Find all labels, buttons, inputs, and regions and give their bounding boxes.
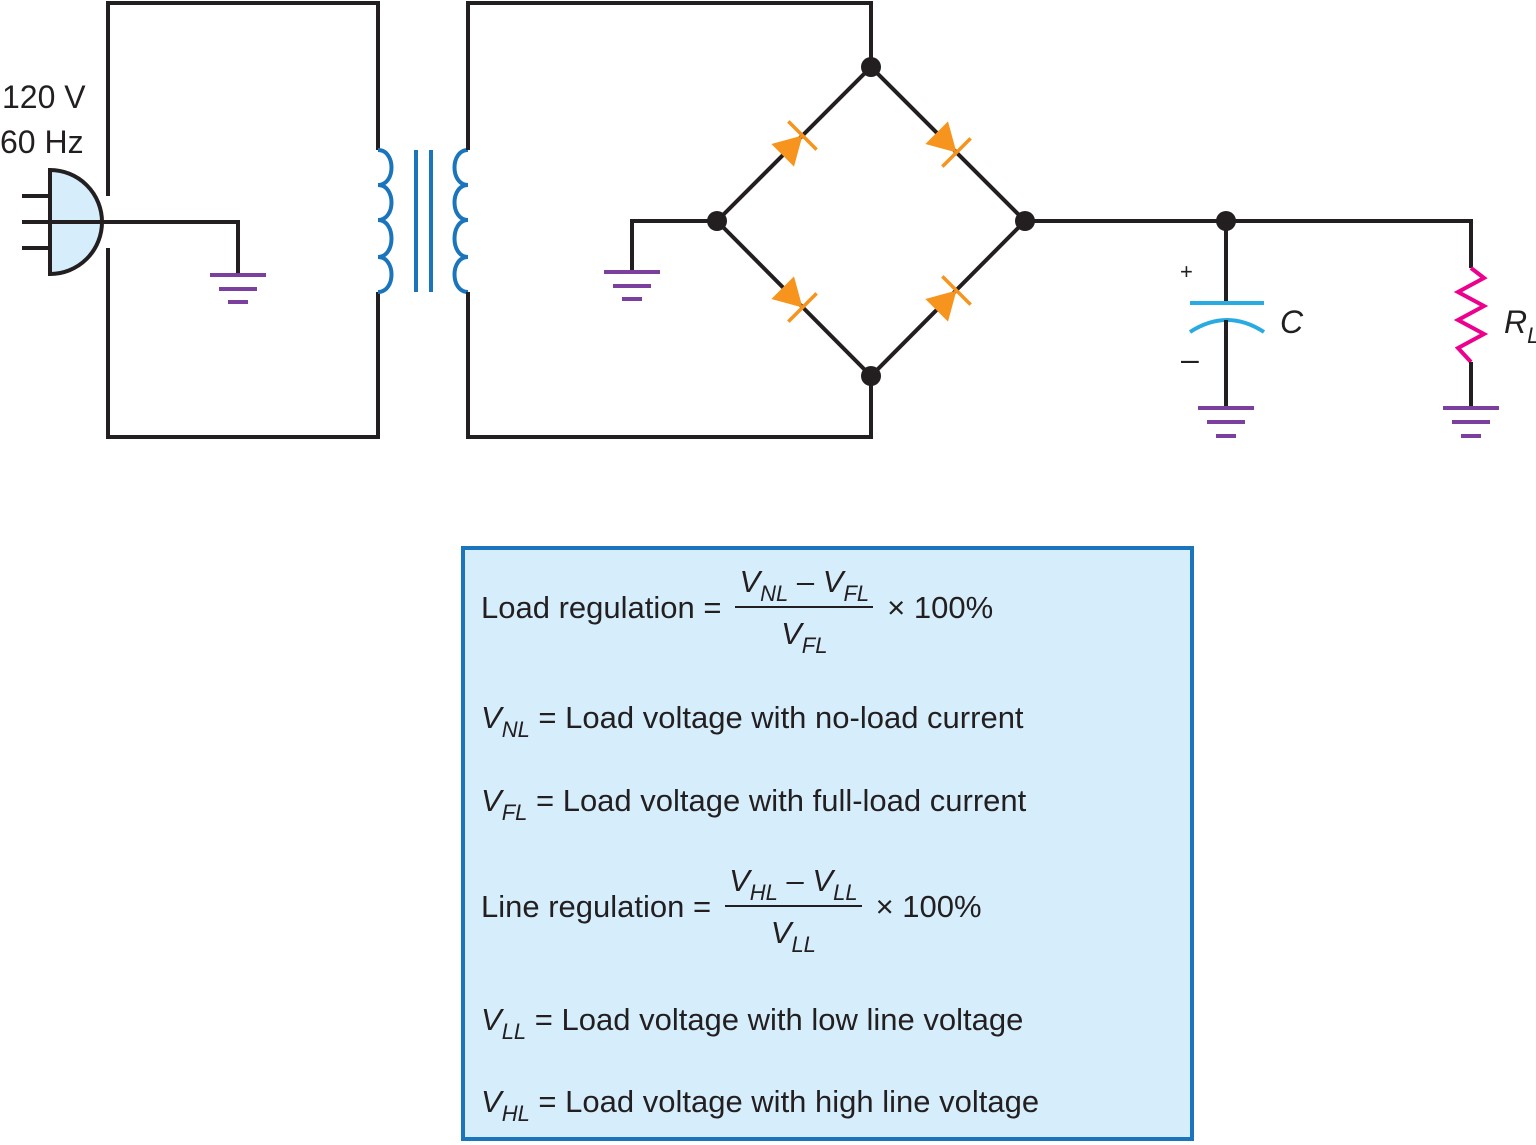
capacitor-label: C [1280,304,1304,340]
capacitor-plus-label: + [1180,259,1193,284]
vll-def-subscript: LL [501,1019,527,1044]
vfl-def-symbol: V [481,783,502,818]
vll-def-text: = Load voltage with low line voltage [526,1002,1024,1037]
line-regulation-lhs: Line regulation = [481,889,712,924]
diode-top-left [771,120,818,167]
node-bridge-top [861,57,881,77]
vfl-def-subscript: FL [501,800,528,825]
diode-bottom-left [771,276,818,323]
secondary-top-wire [466,1,873,150]
resistor-label-sub: L [1527,323,1536,348]
node-bridge-right [1015,211,1035,231]
bridge-rectifier-circuit: 120 V 60 Hz [0,1,1536,439]
vnl-def-text: = Load voltage with no-load current [529,700,1024,735]
regulation-formulas-box: Load regulation = VNL – VFL VFL × 100% V… [461,546,1194,1141]
line-regulation-denominator: VLL [770,907,816,956]
load-regulation-numerator: VNL – VFL [735,564,874,608]
vll-def-symbol: V [481,1002,502,1037]
diode-top-right [925,121,972,168]
line-regulation-formula: Line regulation = VHL – VLL VLL × 100% [481,863,982,956]
line-regulation-times: × 100% [875,889,982,924]
primary-wire [106,1,380,196]
ground-symbol-capacitor [1198,406,1254,438]
vll-symbol: V [770,915,792,950]
vhl-subscript: HL [749,880,778,905]
plug-ground-wire [100,220,240,275]
resistor-label: RL [1504,304,1536,348]
node-capacitor [1216,211,1236,231]
vfl-symbol: V [781,616,802,651]
transformer [377,148,469,294]
load-regulation-fraction: VNL – VFL VFL [735,564,874,657]
ground-symbol-resistor [1443,406,1499,438]
ground-symbol-bridge [604,270,660,301]
secondary-bottom-wire [466,292,873,439]
vll-subscript: LL [791,932,816,957]
vhl-def-text: = Load voltage with high line voltage [529,1084,1040,1119]
minus-sign: – [786,863,804,898]
bridge-ground-wire [630,219,717,272]
vfl-subscript: FL [843,581,870,606]
vll-definition: VLL = Load voltage with low line voltage [481,1002,1024,1043]
load-regulation-denominator: VFL [781,608,827,657]
source-voltage-label: 120 V [2,79,86,115]
secondary-winding [452,148,469,294]
vhl-definition: VHL = Load voltage with high line voltag… [481,1084,1040,1125]
line-regulation-fraction: VHL – VLL VLL [725,863,862,956]
vnl-subscript: NL [760,581,789,606]
vfl-symbol: V [822,564,844,599]
vhl-symbol: V [729,863,750,898]
vll-subscript: LL [833,880,858,905]
ground-symbol-plug [210,273,266,304]
load-resistor [1453,266,1489,364]
node-bridge-left [707,211,727,231]
vnl-symbol: V [739,564,761,599]
vfl-def-text: = Load voltage with full-load current [527,783,1027,818]
ac-plug [22,167,104,277]
vfl-subscript: FL [801,633,828,658]
vhl-def-symbol: V [481,1084,502,1119]
bridge-diamond [714,64,1028,379]
line-regulation-numerator: VHL – VLL [725,863,862,907]
node-bridge-bottom [861,366,881,386]
vnl-def-symbol: V [481,700,502,735]
output-wire [1025,219,1473,268]
vll-symbol: V [812,863,834,898]
primary-winding [377,148,394,294]
load-regulation-formula: Load regulation = VNL – VFL VFL × 100% [481,564,994,657]
vnl-definition: VNL = Load voltage with no-load current [481,700,1024,741]
load-regulation-times: × 100% [887,590,994,625]
capacitor-minus-label: – [1181,341,1199,377]
resistor-label-main: R [1504,304,1527,340]
minus-sign: – [796,564,815,599]
source-frequency-label: 60 Hz [0,124,84,160]
vhl-def-subscript: HL [501,1101,530,1126]
diode-bottom-right [925,275,972,322]
vfl-definition: VFL = Load voltage with full-load curren… [481,783,1027,824]
load-regulation-lhs: Load regulation = [481,590,722,625]
primary-return-wire [106,248,380,439]
vnl-def-subscript: NL [501,717,530,742]
